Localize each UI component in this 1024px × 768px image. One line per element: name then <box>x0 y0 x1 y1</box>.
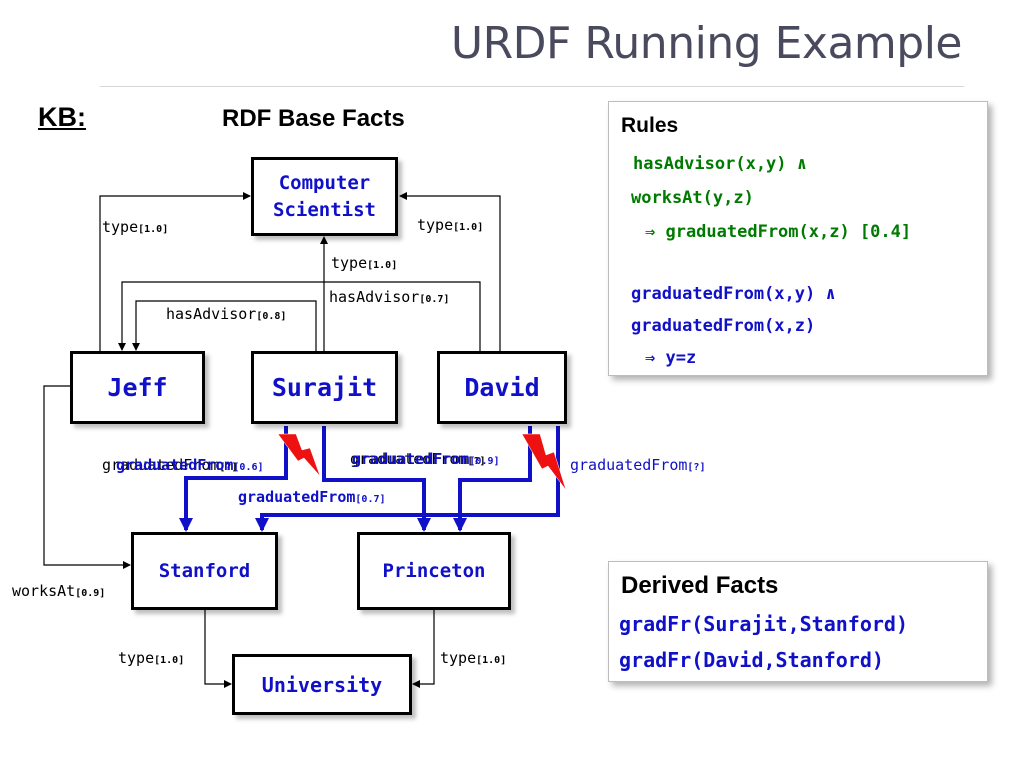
derived-facts-panel: Derived Facts gradFr(Surajit,Stanford) g… <box>608 561 988 682</box>
label-jeff-type-weight: [1.0] <box>138 224 169 235</box>
rule1-line1: hasAdvisor(x,y) ∧ <box>633 154 807 174</box>
rules-panel: Rules hasAdvisor(x,y) ∧ worksAt(y,z) ⇒ g… <box>608 101 988 376</box>
kb-label: KB: <box>38 102 86 132</box>
node-stanford: Stanford <box>131 532 278 610</box>
label-surajit-grad-stanford-rel: graduatedFrom <box>116 456 234 474</box>
edge-david-grad-princeton <box>453 426 532 532</box>
label-david-grad-princeton-black-weight: [?] <box>467 456 486 467</box>
label-jeff-works-at-weight: [0.9] <box>75 588 106 599</box>
rdf-base-facts-heading: RDF Base Facts <box>222 105 405 132</box>
edge-surajit-grad-stanford <box>179 426 288 532</box>
edge-surajit-advisor <box>132 300 317 352</box>
edge-jeff-worksat <box>43 385 131 569</box>
label-david-grad-stanford-rel: graduatedFrom <box>570 456 688 474</box>
derived-facts-title: Derived Facts <box>621 572 779 599</box>
edge-david-advisor <box>118 281 481 352</box>
label-surajit-has-advisor: hasAdvisor[0.8] <box>166 305 286 323</box>
label-jeff-works-at-rel: worksAt <box>12 582 76 600</box>
label-surajit-type: type[1.0] <box>331 254 397 272</box>
node-computer-scientist-line1: Computer <box>278 171 371 194</box>
edge-stanford-type <box>204 610 232 688</box>
label-david-has-advisor-weight: [0.7] <box>419 294 450 305</box>
label-david-grad-stanford: graduatedFrom[?] <box>570 456 705 474</box>
node-surajit: Surajit <box>251 351 398 424</box>
node-princeton: Princeton <box>357 532 511 610</box>
rule1-line3: ⇒ graduatedFrom(x,z) [0.4] <box>645 222 912 242</box>
label-surajit-type-weight: [1.0] <box>367 260 398 271</box>
label-princeton-type-rel: type <box>440 649 477 667</box>
label-david-grad-stanford-weight: [?] <box>687 462 706 473</box>
label-jeff-type: type[1.0] <box>102 218 168 236</box>
label-surajit-grad-stanford-black-weight: [?] <box>219 462 238 473</box>
edge-princeton-type <box>412 610 435 688</box>
rule2-line1: graduatedFrom(x,y) ∧ <box>631 284 836 304</box>
label-surajit-grad-stanford-black: graduatedFrom[?] <box>102 456 237 474</box>
label-surajit-grad-stanford-weight: [0.6] <box>233 462 264 473</box>
node-jeff: Jeff <box>70 351 205 424</box>
rule2-line3: ⇒ y=z <box>645 348 697 368</box>
edge-jeff-type <box>99 192 251 352</box>
node-computer-scientist-line2: Scientist <box>273 198 376 221</box>
conflict-bolt-david <box>521 433 567 491</box>
label-david-type: type[1.0] <box>417 216 483 234</box>
node-computer-scientist: Computer Scientist <box>251 157 398 236</box>
label-jeff-works-at: worksAt[0.9] <box>12 582 105 600</box>
label-surajit-has-advisor-rel: hasAdvisor <box>166 305 257 323</box>
label-surajit-has-advisor-weight: [0.8] <box>256 311 287 322</box>
label-princeton-type: type[1.0] <box>440 649 506 667</box>
node-david: David <box>437 351 567 424</box>
label-david-type-rel: type <box>417 216 454 234</box>
label-jeff-type-rel: type <box>102 218 139 236</box>
rules-title: Rules <box>621 114 679 137</box>
edge-david-type <box>399 192 501 352</box>
label-david-grad-princeton-rel: graduatedFrom <box>352 450 470 468</box>
label-surajit-grad-princeton: graduatedFrom[0.7] <box>238 488 386 506</box>
rule2-line2: graduatedFrom(x,z) <box>631 316 816 336</box>
slide-title: URDF Running Example <box>450 18 963 69</box>
label-david-grad-princeton: graduatedFrom[0.9] <box>352 450 500 468</box>
label-david-type-weight: [1.0] <box>453 222 484 233</box>
label-david-grad-princeton-black-rel: graduatedFrom <box>350 450 468 468</box>
node-university: University <box>232 654 412 715</box>
label-david-has-advisor: hasAdvisor[0.7] <box>329 288 449 306</box>
label-stanford-type: type[1.0] <box>118 649 184 667</box>
label-surajit-grad-princeton-weight: [0.7] <box>355 494 386 505</box>
label-surajit-grad-princeton-rel: graduatedFrom <box>238 488 356 506</box>
label-david-has-advisor-rel: hasAdvisor <box>329 288 420 306</box>
label-stanford-type-rel: type <box>118 649 155 667</box>
conflict-bolt-surajit <box>277 433 321 477</box>
label-surajit-grad-stanford: graduatedFrom[0.6] <box>116 456 264 474</box>
rule1-line2: worksAt(y,z) <box>631 188 754 208</box>
derived-fact-2: gradFr(David,Stanford) <box>619 648 884 672</box>
label-david-grad-princeton-weight: [0.9] <box>469 456 500 467</box>
derived-fact-1: gradFr(Surajit,Stanford) <box>619 612 908 636</box>
label-princeton-type-weight: [1.0] <box>476 655 507 666</box>
label-david-grad-princeton-black: graduatedFrom[?] <box>350 450 485 468</box>
title-divider <box>100 86 964 87</box>
edge-surajit-grad-princeton <box>322 426 431 532</box>
label-surajit-grad-stanford-black-rel: graduatedFrom <box>102 456 220 474</box>
label-surajit-type-rel: type <box>331 254 368 272</box>
label-stanford-type-weight: [1.0] <box>154 655 185 666</box>
